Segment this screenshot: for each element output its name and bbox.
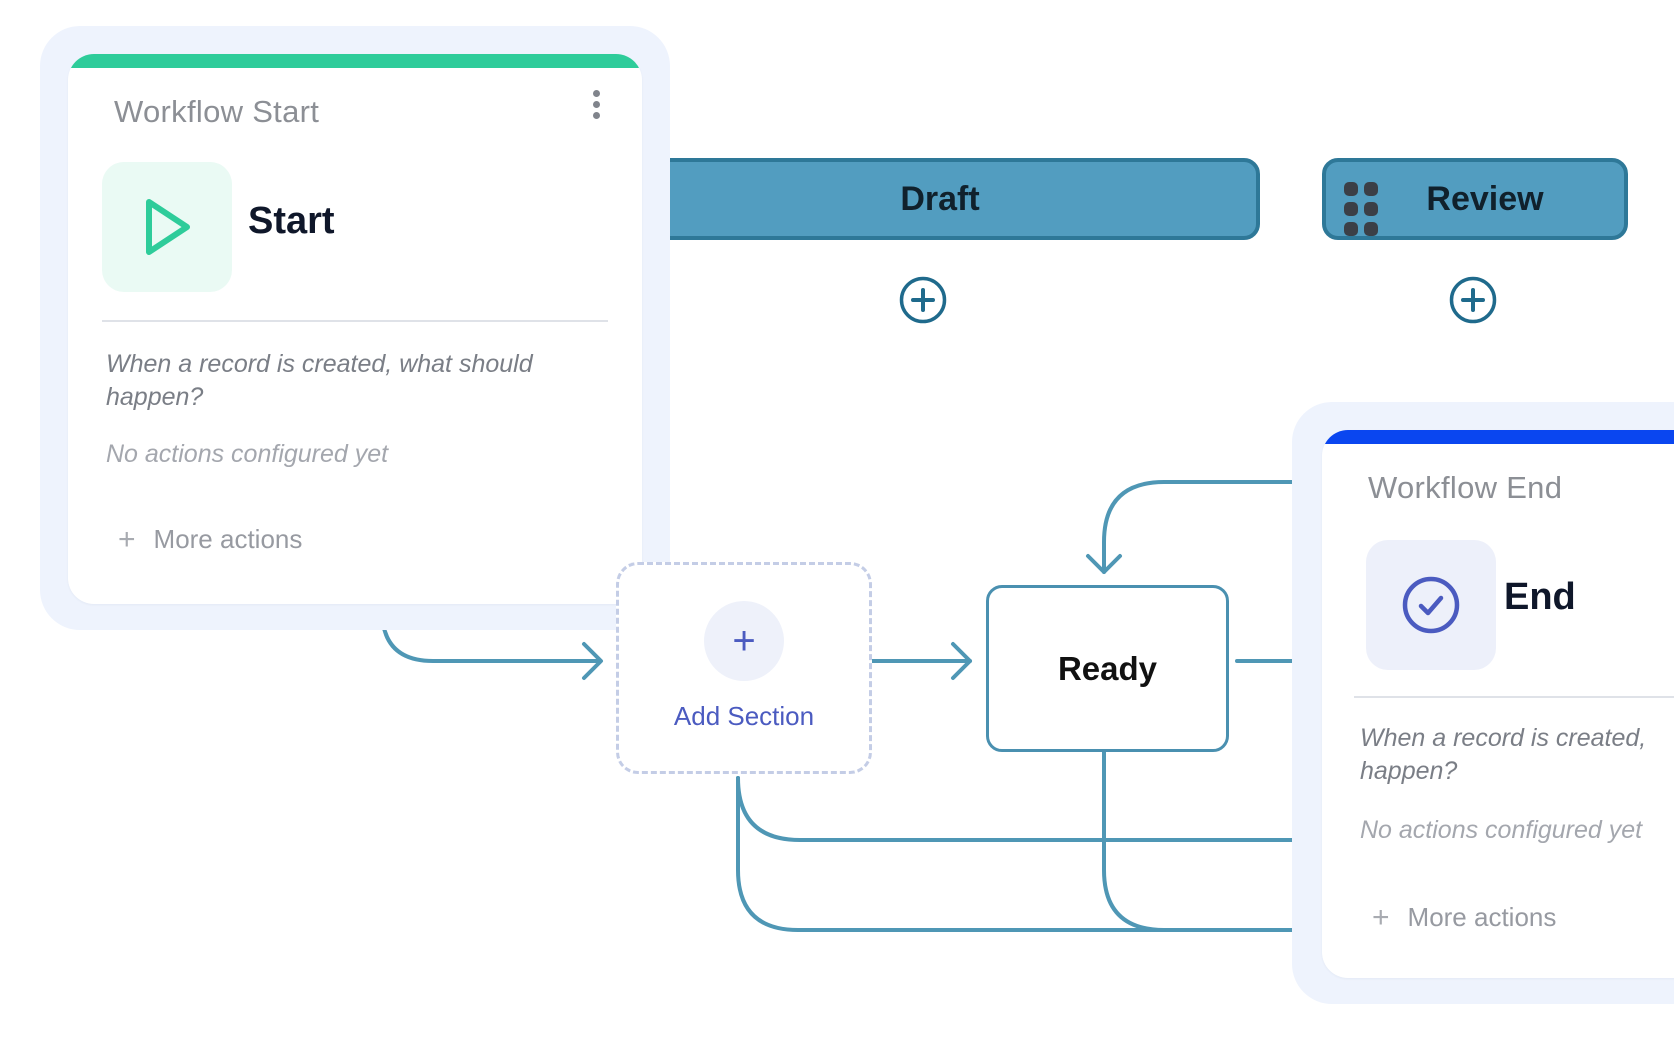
more-actions-button[interactable]: + More actions [1372,902,1556,933]
node-name: End [1504,576,1576,618]
drag-handle-icon[interactable] [1344,182,1378,236]
more-options-icon[interactable] [590,90,602,119]
stage-draft[interactable]: Draft [620,158,1260,240]
trigger-prompt: When a record is created, what should ha… [106,348,533,414]
arrowhead-icon [1086,554,1122,574]
node-name: Start [248,200,335,242]
divider [102,320,608,322]
add-section-node[interactable]: + Add Section [616,562,872,774]
end-accent-bar [1322,430,1674,444]
card-title: Workflow Start [114,94,320,129]
workflow-start-card[interactable]: Workflow Start Start When a record is cr… [68,54,642,604]
arrowhead-icon [582,642,603,680]
more-actions-label: More actions [1407,902,1557,932]
play-icon [146,199,190,255]
empty-state: No actions configured yet [1360,816,1643,844]
add-section-label: Add Section [673,701,815,731]
prompt-line: happen? [106,383,204,411]
arrowhead-icon [951,642,972,680]
more-actions-button[interactable]: + More actions [118,524,302,555]
plus-icon: + [1372,900,1390,934]
empty-state: No actions configured yet [106,440,389,468]
ready-node[interactable]: Ready [986,585,1229,752]
node-label: Ready [1057,649,1158,687]
prompt-line: When a record is created, [1360,724,1647,752]
stage-label: Review [1426,179,1544,218]
prompt-line: happen? [1360,757,1458,785]
start-icon-tile [102,162,232,292]
check-circle-icon [1402,576,1460,634]
add-stage-review-button[interactable] [1449,276,1497,324]
trigger-prompt: When a record is created, happen? [1360,722,1646,788]
divider [1354,696,1674,698]
add-stage-draft-button[interactable] [899,276,947,324]
plus-icon: + [118,522,136,556]
prompt-line: When a record is created, what should [106,350,533,378]
more-actions-label: More actions [153,524,303,554]
stage-review[interactable]: Review [1322,158,1628,240]
stage-label: Draft [900,179,980,218]
connector-add-to-end-lower [736,776,1332,932]
start-accent-bar [68,54,642,68]
connector-ready-to-end-lower [1102,748,1166,932]
connector-add-to-end-upper [736,776,1332,842]
end-icon-tile [1366,540,1496,670]
plus-icon: + [704,601,784,681]
card-title: Workflow End [1368,470,1563,505]
connector-end-to-ready [1102,480,1332,574]
workflow-end-card[interactable]: Workflow End End When a record is create… [1322,430,1674,978]
